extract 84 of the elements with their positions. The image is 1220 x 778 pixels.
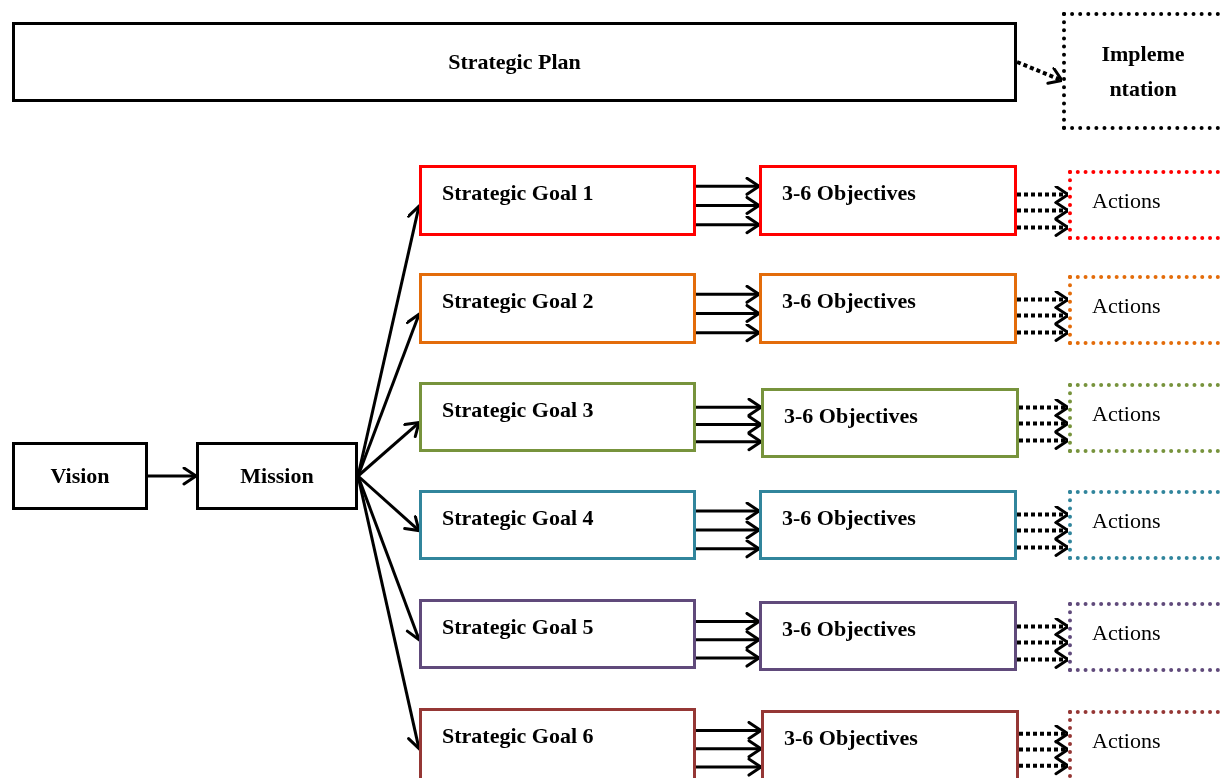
box-label: 3-6 Objectives	[782, 505, 917, 531]
arrow	[1017, 290, 1070, 309]
arrow	[1017, 537, 1070, 557]
objectives-box	[761, 388, 1019, 458]
objectives-box	[761, 710, 1019, 778]
arrow	[1017, 617, 1070, 636]
plan-box	[12, 22, 1017, 102]
implementation-box	[1062, 12, 1220, 130]
arrow	[696, 176, 761, 196]
arrow	[1017, 185, 1070, 204]
arrow	[696, 648, 761, 668]
vision-box	[12, 442, 148, 510]
box-label: Strategic Goal 5	[442, 614, 595, 640]
box-label: Actions	[1092, 728, 1162, 754]
arrow	[696, 539, 761, 559]
goal-box	[419, 599, 696, 669]
arrow	[1017, 306, 1070, 326]
arrow	[1017, 505, 1070, 524]
arrow	[1017, 633, 1070, 653]
actions-box	[1068, 710, 1220, 778]
arrow	[1019, 430, 1070, 450]
box-label: Strategic Goal 4	[442, 505, 595, 531]
box-label: Strategic Goal 6	[442, 723, 595, 749]
arrow	[696, 323, 761, 343]
box-label: Actions	[1092, 620, 1162, 646]
objectives-box	[759, 273, 1017, 344]
arrow	[696, 195, 761, 215]
arrow	[1019, 414, 1070, 434]
arrow	[696, 630, 761, 650]
actions-box	[1068, 490, 1220, 560]
arrow	[1019, 724, 1070, 744]
box-label: Actions	[1092, 293, 1162, 319]
box-label: 3-6 Objectives	[782, 180, 917, 206]
goal-box	[419, 708, 696, 778]
arrow	[1019, 756, 1070, 776]
box-label: Actions	[1092, 188, 1162, 214]
arrow	[696, 739, 763, 759]
objectives-box	[759, 601, 1017, 671]
arrow	[696, 303, 761, 323]
actions-box	[1068, 602, 1220, 672]
box-label: Actions	[1092, 401, 1162, 427]
objectives-box	[759, 165, 1017, 236]
arrow	[696, 520, 761, 540]
goal-box	[419, 382, 696, 452]
box-label: Impleme ntation	[1100, 39, 1186, 103]
arrow	[357, 421, 421, 478]
box-label: Strategic Plan	[448, 49, 581, 75]
arrow	[696, 720, 763, 740]
mission-box	[196, 442, 358, 510]
box-label: Strategic Goal 1	[442, 180, 595, 206]
arrow	[357, 474, 421, 533]
goal-box	[419, 490, 696, 560]
arrow	[696, 397, 763, 417]
arrow	[1019, 739, 1070, 759]
arrow	[1017, 217, 1070, 237]
box-label: 3-6 Objectives	[782, 616, 917, 642]
actions-box	[1068, 275, 1220, 345]
arrow	[1017, 322, 1070, 342]
arrow	[1017, 521, 1070, 541]
box-label: 3-6 Objectives	[784, 725, 919, 751]
arrow	[1017, 649, 1070, 669]
goal-box	[419, 273, 696, 344]
box-label: Vision	[50, 463, 110, 489]
box-label: Actions	[1092, 508, 1162, 534]
arrow	[1016, 60, 1064, 85]
arrow	[696, 415, 763, 434]
arrow	[696, 757, 763, 777]
box-label: Strategic Goal 2	[442, 288, 595, 314]
arrow	[696, 215, 761, 235]
actions-box	[1068, 383, 1220, 453]
goal-box	[419, 165, 696, 236]
arrow	[696, 501, 761, 521]
arrow	[696, 611, 761, 631]
box-label: 3-6 Objectives	[784, 403, 919, 429]
arrow	[148, 466, 198, 486]
arrow	[1017, 201, 1070, 221]
box-label: 3-6 Objectives	[782, 288, 917, 314]
actions-box	[1068, 170, 1220, 240]
objectives-box	[759, 490, 1017, 560]
arrow	[696, 432, 763, 452]
box-label: Strategic Goal 3	[442, 397, 595, 423]
box-label: Mission	[240, 463, 314, 489]
arrow	[1019, 398, 1070, 417]
arrow	[696, 284, 761, 304]
